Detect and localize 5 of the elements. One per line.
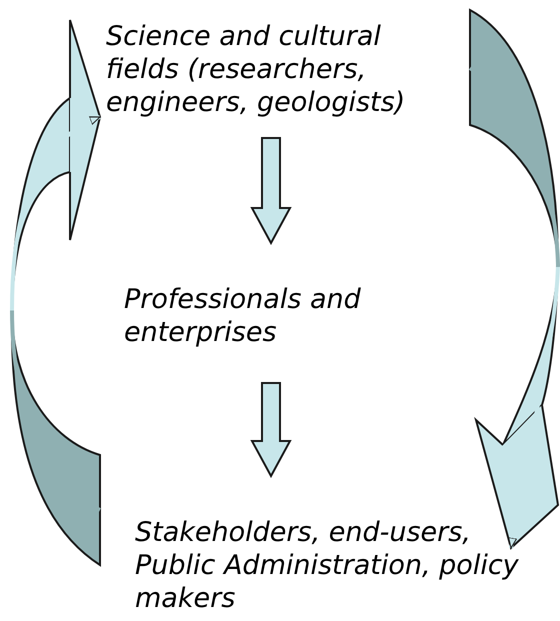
node-text: Science and cultural fields (researchers, engineers, geologists)	[106, 20, 466, 119]
node-text: Stakeholders, end-users, Public Administration, policy makers	[135, 516, 525, 615]
block-arrow	[250, 137, 292, 246]
node-text: Professionals and enterprises	[124, 283, 424, 349]
block-arrow	[250, 382, 292, 478]
